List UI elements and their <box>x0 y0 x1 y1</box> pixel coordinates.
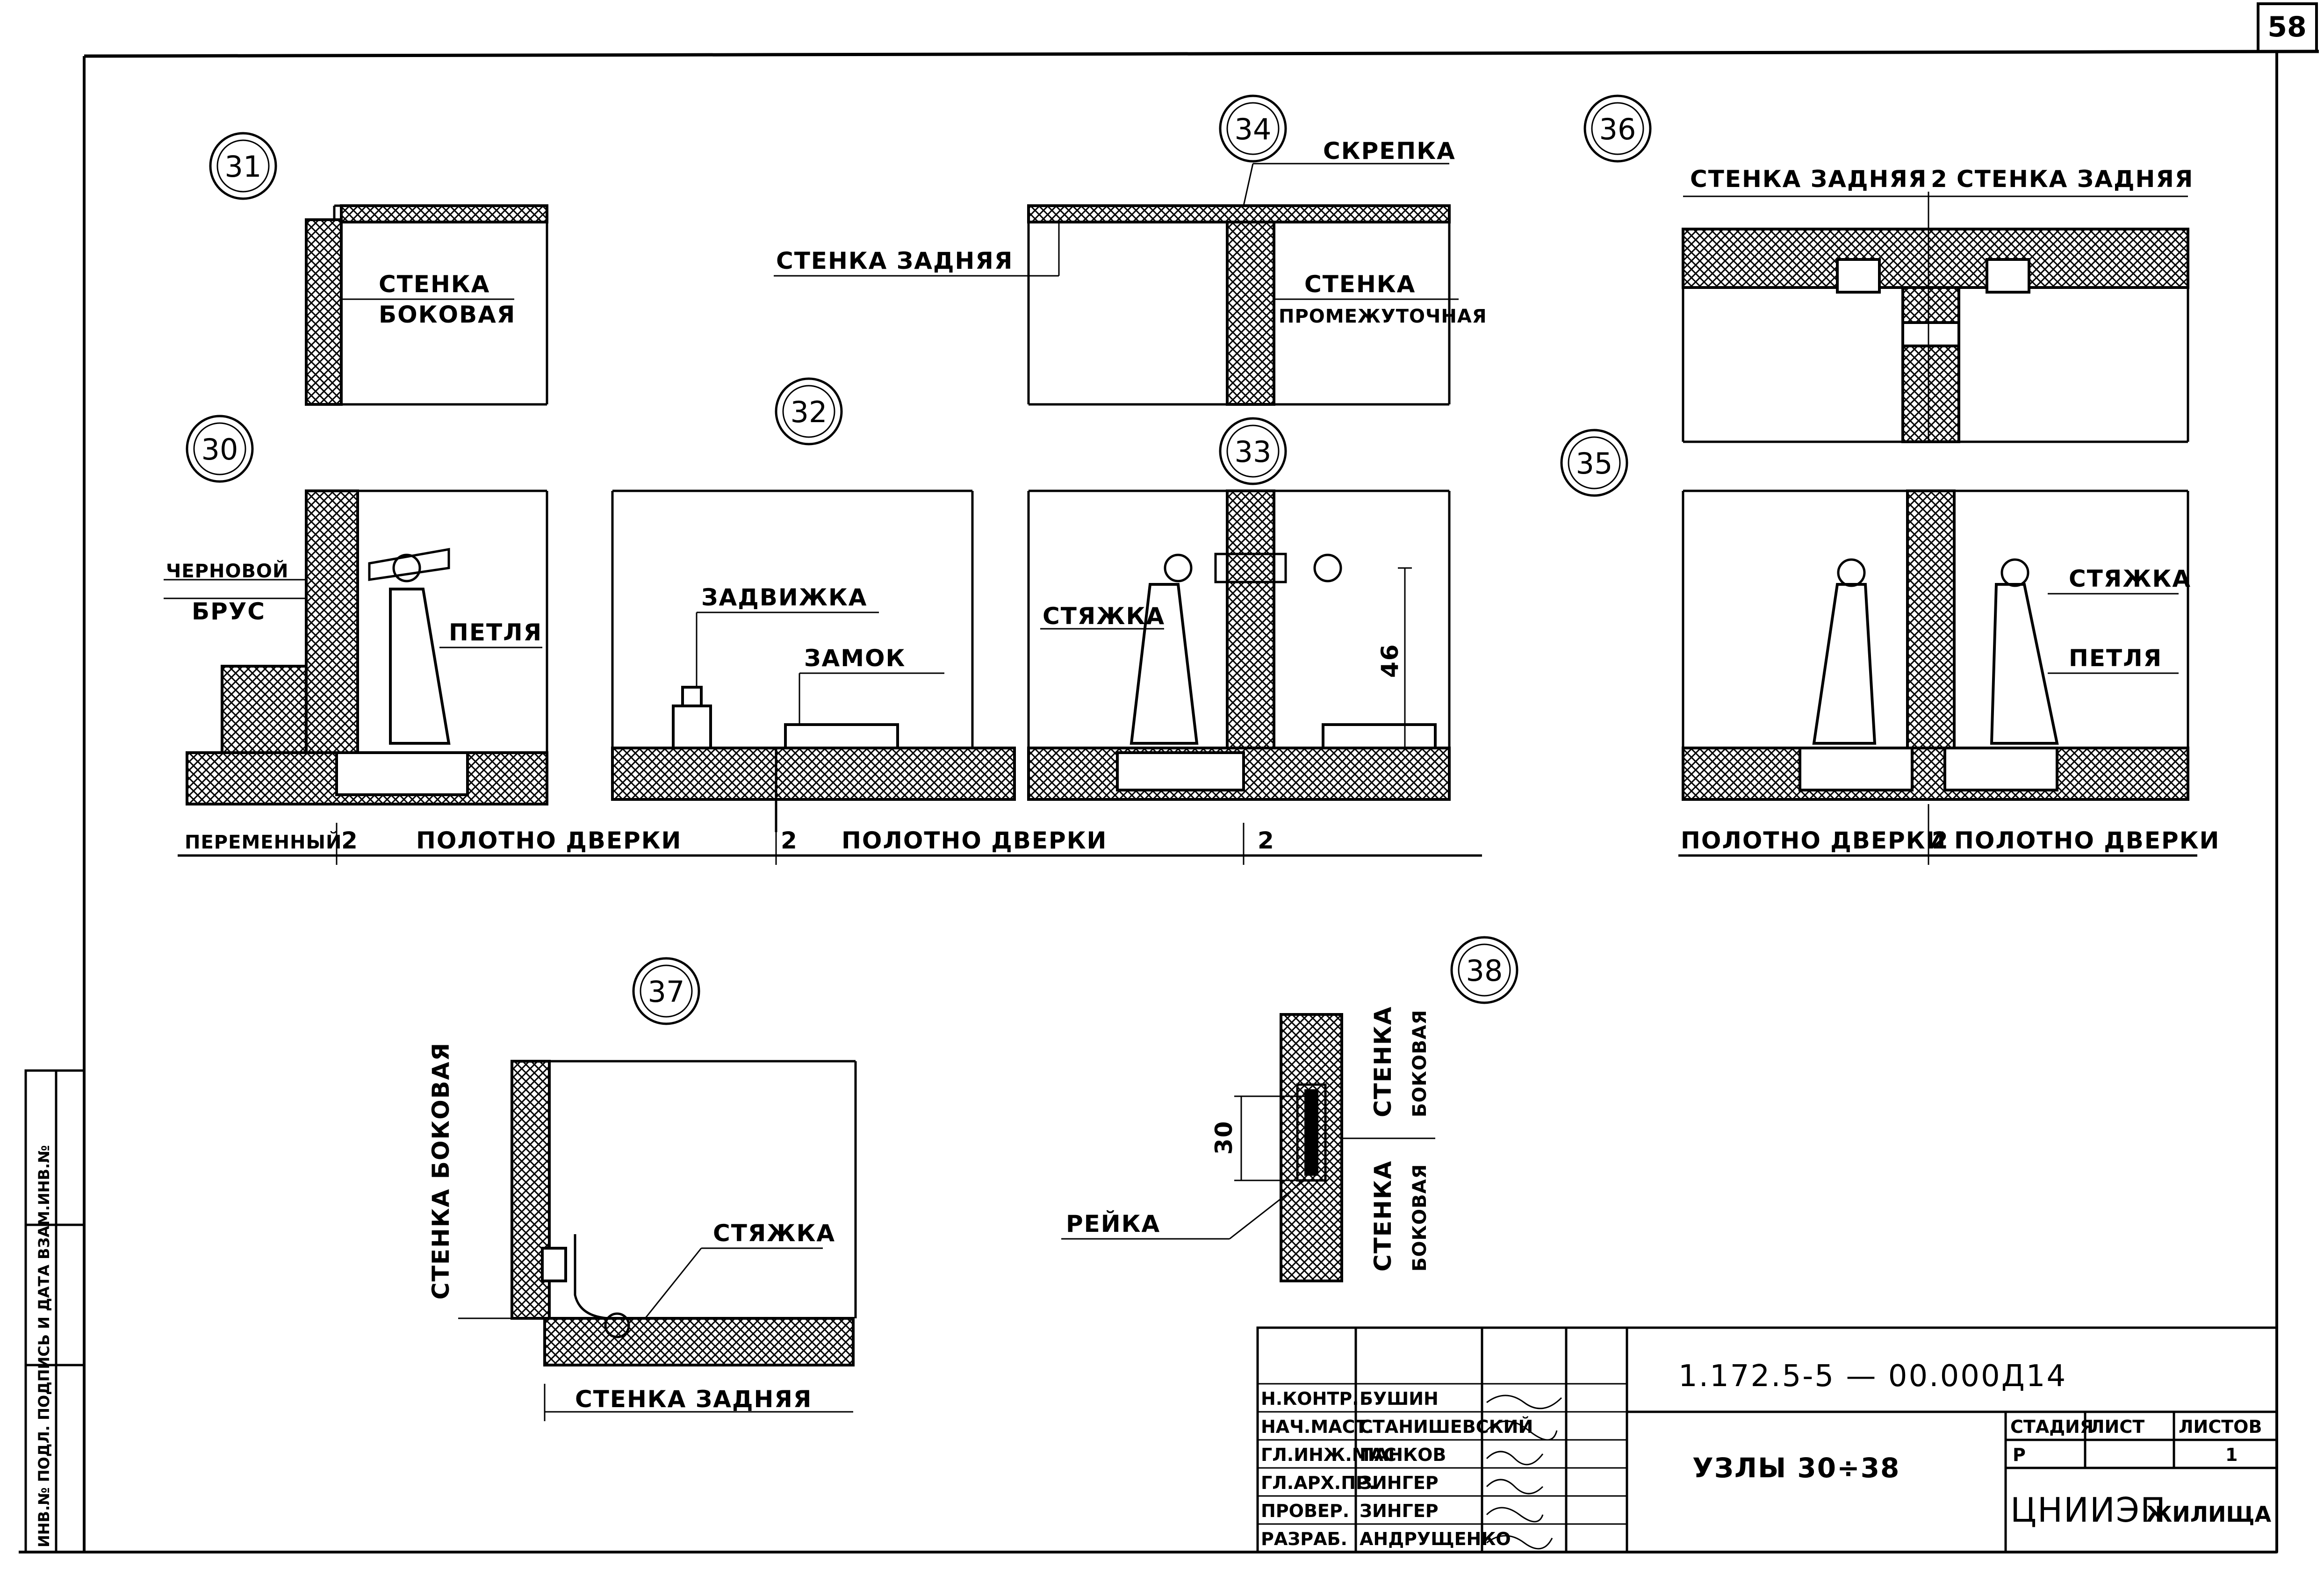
svg-text:БУШИН: БУШИН <box>1360 1388 1439 1409</box>
svg-text:ПОЛОТНО ДВЕРКИ: ПОЛОТНО ДВЕРКИ <box>1681 827 1946 854</box>
svg-text:ЛИСТ: ЛИСТ <box>2090 1416 2144 1437</box>
svg-text:ПАНКОВ: ПАНКОВ <box>1360 1445 1446 1465</box>
svg-text:1: 1 <box>2225 1445 2238 1465</box>
svg-text:ЗИНГЕР: ЗИНГЕР <box>1360 1473 1439 1493</box>
document-code: 1.172.5-5 — 00.000Д14 <box>1678 1359 2067 1394</box>
svg-text:33: 33 <box>1235 435 1272 469</box>
svg-text:РЕЙКА: РЕЙКА <box>1066 1210 1160 1237</box>
svg-text:СТАНИШЕВСКИЙ: СТАНИШЕВСКИЙ <box>1360 1416 1533 1437</box>
title-block: Н.КОНТР. НАЧ.МАСТ. ГЛ.ИНЖ.МАС. ГЛ.АРХ.ПР… <box>1256 1326 2278 1553</box>
svg-text:ПЕТЛЯ: ПЕТЛЯ <box>449 619 542 646</box>
node-markers: 31 34 36 30 32 33 35 37 38 <box>186 94 1652 1025</box>
svg-text:СТЯЖКА: СТЯЖКА <box>713 1220 835 1247</box>
svg-text:ЗАДВИЖКА: ЗАДВИЖКА <box>701 584 867 611</box>
svg-text:СКРЕПКА: СКРЕПКА <box>1323 137 1456 165</box>
node-35-marker: 35 <box>1560 429 1628 497</box>
svg-text:СТЕНКА: СТЕНКА <box>1369 1006 1396 1117</box>
svg-text:30: 30 <box>1210 1120 1238 1155</box>
svg-text:32: 32 <box>791 395 827 429</box>
svg-text:БОКОВАЯ: БОКОВАЯ <box>1409 1010 1431 1117</box>
svg-text:СТЕНКА ЗАДНЯЯ: СТЕНКА ЗАДНЯЯ <box>575 1386 812 1413</box>
svg-text:ГЛ.АРХ.ПР.: ГЛ.АРХ.ПР. <box>1261 1473 1375 1493</box>
svg-text:35: 35 <box>1576 446 1613 481</box>
svg-text:БОКОВАЯ: БОКОВАЯ <box>1409 1164 1431 1272</box>
svg-text:ГЛ.ИНЖ.МАС.: ГЛ.ИНЖ.МАС. <box>1261 1445 1403 1465</box>
svg-text:2: 2 <box>341 827 359 854</box>
svg-text:2: 2 <box>1932 827 1949 854</box>
svg-text:34: 34 <box>1235 112 1272 146</box>
svg-text:ПРОВЕР.: ПРОВЕР. <box>1261 1501 1349 1521</box>
svg-text:НАЧ.МАСТ.: НАЧ.МАСТ. <box>1261 1416 1374 1437</box>
detail-33: СТЯЖКА 46 <box>1027 489 1451 801</box>
svg-text:БОКОВАЯ: БОКОВАЯ <box>379 301 516 328</box>
detail-35: СТЯЖКА ПЕТЛЯ <box>1682 489 2191 801</box>
svg-text:СТЕНКА ЗАДНЯЯ: СТЕНКА ЗАДНЯЯ <box>776 247 1013 274</box>
svg-text:ЖИЛИЩА: ЖИЛИЩА <box>2146 1502 2271 1527</box>
node-33-marker: 33 <box>1219 417 1287 485</box>
node-38-marker: 38 <box>1450 936 1518 1004</box>
node-31-marker: 31 <box>209 132 277 200</box>
detail-32: ЗАДВИЖКА ЗАМОК <box>611 489 1016 832</box>
svg-text:СТЕНКА: СТЕНКА <box>379 271 490 298</box>
svg-text:АНДРУЩЕНКО: АНДРУЩЕНКО <box>1360 1529 1511 1549</box>
svg-text:СТЕНКА: СТЕНКА <box>1369 1160 1396 1272</box>
svg-text:СТАДИЯ: СТАДИЯ <box>2010 1416 2094 1437</box>
detail-30: ЧЕРНОВОЙ БРУС ПЕТЛЯ <box>164 489 548 805</box>
sheet-number: 58 <box>2267 11 2307 43</box>
sheet-title: УЗЛЫ 30÷38 <box>1692 1452 1900 1484</box>
svg-text:ЗАМОК: ЗАМОК <box>804 645 906 672</box>
detail-36: СТЕНКА ЗАДНЯЯ 2 СТЕНКА ЗАДНЯЯ <box>1682 165 2194 443</box>
svg-text:ЧЕРНОВОЙ: ЧЕРНОВОЙ <box>166 560 288 582</box>
svg-text:СТЕНКА ЗАДНЯЯ: СТЕНКА ЗАДНЯЯ <box>1690 165 1927 193</box>
side-stamp-text: ИНВ.№ ПОДЛ. ПОДПИСЬ И ДАТА ВЗАМ.ИНВ.№ <box>35 1145 53 1547</box>
svg-text:ПЕРЕМЕННЫЙ: ПЕРЕМЕННЫЙ <box>185 831 342 853</box>
node-34-marker: 34 <box>1219 94 1287 163</box>
svg-text:36: 36 <box>1599 112 1636 146</box>
svg-text:2: 2 <box>1258 827 1275 854</box>
node-37-marker: 37 <box>632 957 700 1025</box>
svg-text:Р: Р <box>2013 1445 2026 1465</box>
svg-text:38: 38 <box>1466 954 1503 988</box>
svg-text:СТЕНКА БОКОВАЯ: СТЕНКА БОКОВАЯ <box>427 1042 454 1300</box>
detail-34: СКРЕПКА СТЕНКА ЗАДНЯЯ СТЕНКА ПРОМЕЖУТОЧН… <box>774 137 1487 406</box>
svg-text:ЛИСТОВ: ЛИСТОВ <box>2179 1416 2262 1437</box>
detail-37: СТЕНКА БОКОВАЯ СТЯЖКА СТЕНКА ЗАДНЯЯ <box>427 1042 857 1421</box>
svg-text:ПЕТЛЯ: ПЕТЛЯ <box>2069 645 2162 672</box>
detail-38: 30 СТЕНКА БОКОВАЯ СТЕНКА БОКОВАЯ РЕЙКА <box>1061 1006 1435 1282</box>
svg-text:31: 31 <box>225 150 262 184</box>
svg-text:СТЯЖКА: СТЯЖКА <box>1043 603 1165 630</box>
svg-text:БРУС: БРУС <box>192 598 266 625</box>
svg-text:ПОЛОТНО ДВЕРКИ: ПОЛОТНО ДВЕРКИ <box>842 827 1107 854</box>
svg-text:ПОЛОТНО ДВЕРКИ: ПОЛОТНО ДВЕРКИ <box>416 827 682 854</box>
svg-text:30: 30 <box>201 432 238 467</box>
svg-text:46: 46 <box>1376 643 1403 678</box>
svg-text:2: 2 <box>781 827 798 854</box>
svg-text:СТЕНКА: СТЕНКА <box>1304 271 1416 298</box>
svg-text:СТЕНКА ЗАДНЯЯ: СТЕНКА ЗАДНЯЯ <box>1957 165 2194 193</box>
svg-text:ЗИНГЕР: ЗИНГЕР <box>1360 1501 1439 1521</box>
side-stamp: ИНВ.№ ПОДЛ. ПОДПИСЬ И ДАТА ВЗАМ.ИНВ.№ <box>24 1069 86 1553</box>
svg-text:РАЗРАБ.: РАЗРАБ. <box>1261 1529 1347 1549</box>
svg-text:СТЯЖКА: СТЯЖКА <box>2069 565 2191 592</box>
svg-text:37: 37 <box>648 975 685 1009</box>
svg-text:ПРОМЕЖУТОЧНАЯ: ПРОМЕЖУТОЧНАЯ <box>1279 306 1487 327</box>
svg-text:Н.КОНТР.: Н.КОНТР. <box>1261 1388 1359 1409</box>
signature-marks <box>1486 1395 1562 1550</box>
dimension-row: ПЕРЕМЕННЫЙ 2 ПОЛОТНО ДВЕРКИ 2 ПОЛОТНО ДВ… <box>178 804 2220 865</box>
org-name: ЦНИИЭП <box>2010 1490 2166 1530</box>
svg-text:2: 2 <box>1931 165 1948 193</box>
node-30-marker: 30 <box>186 415 254 483</box>
node-32-marker: 32 <box>775 377 843 446</box>
svg-text:ПОЛОТНО ДВЕРКИ: ПОЛОТНО ДВЕРКИ <box>1954 827 2220 854</box>
detail-31: СТЕНКА БОКОВАЯ <box>305 204 548 406</box>
node-36-marker: 36 <box>1583 94 1652 163</box>
